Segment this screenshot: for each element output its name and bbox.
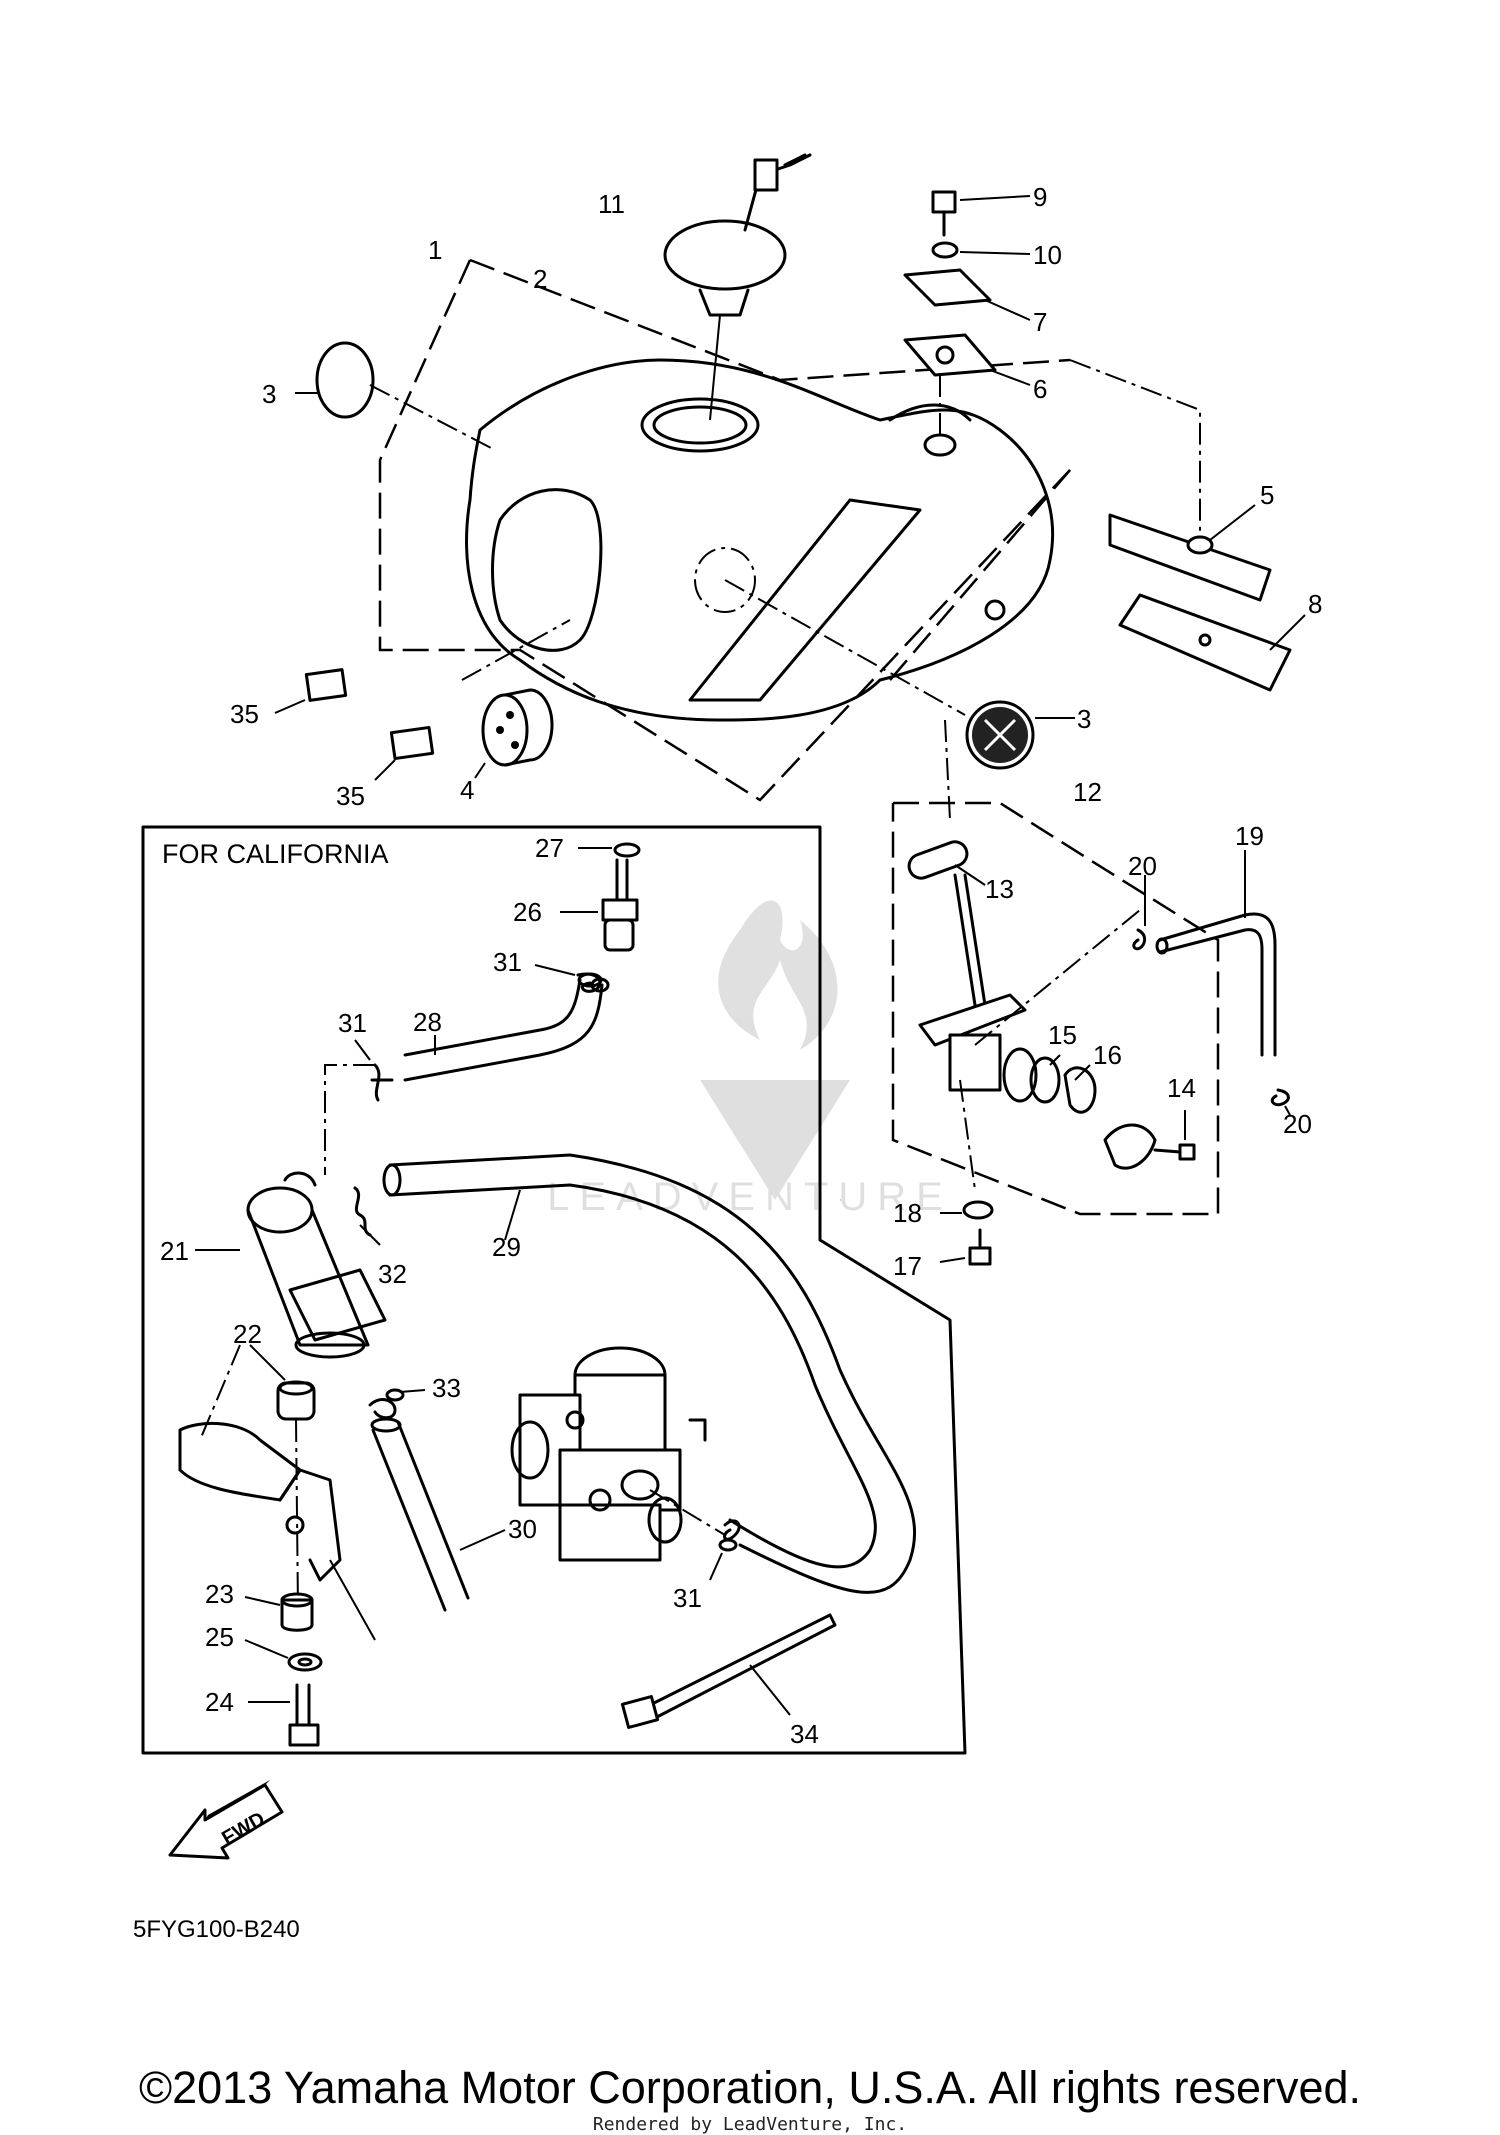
- rendered-by-notice: Rendered by LeadVenture, Inc.: [592, 2114, 908, 2135]
- leader-15: [1049, 1054, 1061, 1066]
- callout-10: 10: [1033, 240, 1062, 270]
- emblem-3b[interactable]: [724, 579, 1075, 770]
- callout-6: 6: [1033, 374, 1047, 404]
- clip-31a[interactable]: [534, 964, 610, 993]
- callout-3a: 3: [262, 379, 276, 409]
- callout-31b: 31: [338, 1008, 367, 1038]
- hose-30[interactable]: [370, 1417, 506, 1612]
- cable-tie-34[interactable]: [620, 1613, 837, 1729]
- callout-26: 26: [513, 897, 542, 927]
- frame-bracket: [178, 1421, 342, 1582]
- callout-31a: 31: [493, 947, 522, 977]
- collar-23[interactable]: [244, 1592, 314, 1632]
- washer-18[interactable]: [940, 1200, 994, 1220]
- callout-35a: 35: [230, 699, 259, 729]
- callout-35b: 35: [336, 781, 365, 811]
- fuel-tank: [465, 358, 1055, 722]
- callout-33: 33: [432, 1373, 461, 1403]
- damper-8[interactable]: [1118, 593, 1306, 692]
- callout-5: 5: [1260, 480, 1274, 510]
- damper-22[interactable]: [199, 1344, 316, 1441]
- leadventure-watermark: LEADVENTURE: [547, 900, 953, 1219]
- grommet: [923, 433, 957, 457]
- screw-14[interactable]: [1153, 1110, 1196, 1161]
- hose-28[interactable]: [403, 972, 604, 1082]
- pad-35a[interactable]: [274, 668, 348, 714]
- fwd-arrow-icon: FWD: [168, 1780, 284, 1860]
- bolt-9[interactable]: [931, 190, 1031, 237]
- emblem-3a[interactable]: [315, 341, 375, 419]
- callout-9: 9: [1033, 182, 1047, 212]
- fuel-pump-21[interactable]: [195, 1171, 387, 1359]
- callout-30: 30: [508, 1514, 537, 1544]
- clip-33[interactable]: [368, 1388, 426, 1420]
- damper-4[interactable]: [461, 619, 571, 779]
- callout-22: 22: [233, 1319, 262, 1349]
- hose-29[interactable]: [382, 1153, 916, 1594]
- plate-7[interactable]: [903, 268, 1031, 321]
- callout-29: 29: [492, 1232, 521, 1262]
- callout-24: 24: [205, 1687, 234, 1717]
- washer-25[interactable]: [244, 1639, 323, 1672]
- callout-19: 19: [1235, 821, 1264, 851]
- fuel-cap[interactable]: [663, 153, 812, 421]
- callout-1: 1: [428, 235, 442, 265]
- california-label: FOR CALIFORNIA: [162, 839, 389, 869]
- callout-12: 12: [1073, 777, 1102, 807]
- callout-27: 27: [535, 833, 564, 863]
- clip-20b[interactable]: [1270, 1088, 1291, 1116]
- callout-11: 11: [598, 189, 625, 219]
- callout-16: 16: [1093, 1040, 1122, 1070]
- callout-17: 17: [893, 1251, 922, 1281]
- callout-2: 2: [533, 264, 547, 294]
- copyright-notice: ©2013 Yamaha Motor Corporation, U.S.A. A…: [138, 2062, 1362, 2113]
- callout-20b: 20: [1283, 1109, 1312, 1139]
- hose-19[interactable]: [1155, 850, 1277, 1057]
- callout-labels: 1 2 3 3 4 5 6 7 8 9 10 11 12 13 14 15 16…: [160, 182, 1322, 1749]
- pad-35b[interactable]: [374, 725, 435, 781]
- diagram-code: 5FYG100-B240: [133, 1916, 300, 1943]
- callout-28: 28: [413, 1007, 442, 1037]
- callout-20a: 20: [1128, 851, 1157, 881]
- clip-32[interactable]: [353, 1186, 381, 1246]
- callout-13: 13: [985, 874, 1014, 904]
- gasket-13[interactable]: [906, 838, 986, 886]
- callout-34: 34: [790, 1719, 819, 1749]
- damper-6[interactable]: [903, 333, 1031, 386]
- watermark-text: LEADVENTURE: [547, 1175, 953, 1219]
- washer-10[interactable]: [931, 241, 1031, 259]
- clip-20a[interactable]: [1132, 875, 1147, 951]
- callout-7: 7: [1033, 307, 1047, 337]
- bolt-24[interactable]: [248, 1683, 320, 1747]
- bracket-5[interactable]: [1069, 359, 1272, 602]
- callout-4: 4: [460, 775, 474, 805]
- fitting-26[interactable]: [560, 858, 639, 952]
- callout-3b: 3: [1077, 704, 1091, 734]
- clip-31b[interactable]: [354, 1039, 394, 1102]
- carburetor: [510, 1346, 707, 1562]
- callout-23: 23: [205, 1579, 234, 1609]
- callout-21: 21: [160, 1236, 189, 1266]
- callout-25: 25: [205, 1622, 234, 1652]
- oring-27[interactable]: [578, 842, 641, 858]
- callout-18: 18: [893, 1198, 922, 1228]
- callout-14: 14: [1167, 1073, 1196, 1103]
- callout-31c: 31: [673, 1583, 702, 1613]
- leader-16: [1074, 1064, 1091, 1081]
- fuel-cock[interactable]: [918, 719, 1157, 1191]
- callout-8: 8: [1308, 589, 1322, 619]
- callout-32: 32: [378, 1259, 407, 1289]
- drain-bolt-17[interactable]: [939, 1228, 992, 1266]
- clip-31c[interactable]: [709, 1519, 741, 1581]
- callout-15: 15: [1048, 1020, 1077, 1050]
